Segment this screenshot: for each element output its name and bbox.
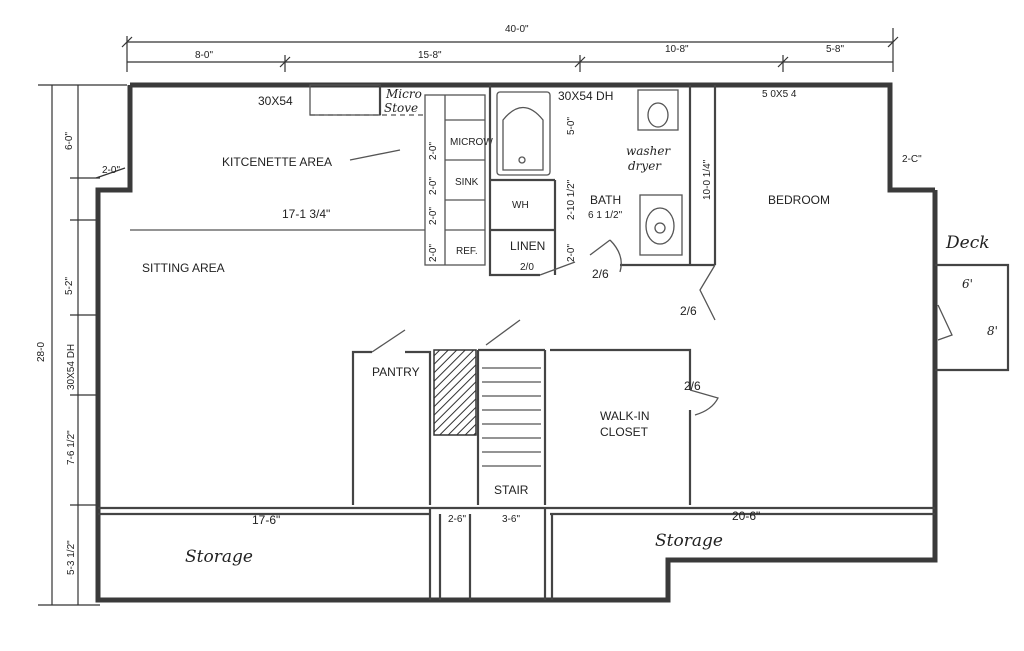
stair-treads [482,367,541,467]
seg-right-label: 10-8" [665,44,689,55]
deck: Deck 6' 8' [935,233,1010,372]
deck-label: Deck [945,233,990,253]
storage-right-dim: 20-6" [732,509,760,523]
tub-5-label: 5-0" [566,117,577,135]
walkin-label-1: WALK-IN [600,409,650,423]
seg-far-label: 5-8" [826,44,844,55]
washer-label: washer [626,144,671,158]
left-dimension-lines: 6-0" 2-0" 5-2" 30X54 DH 28-0 7-6 1/2" 5-… [36,84,127,606]
stove-label: Stove [384,101,418,115]
bedroom-window-label: 5 0X5 4 [762,89,797,100]
seg-mid-label: 15-8" [418,50,442,61]
storage-left-dim: 17-6" [252,513,280,527]
ref-label: REF. [456,246,478,257]
top-dimension-lines: 40-0" 8-0" 15-8" 10-8" 5-8" [121,24,899,72]
storage-right-label: Storage [655,531,723,551]
left-5-3-label: 5-3 1/2" [66,540,77,575]
storage-band: 17-6" 2-6" 3-6" 20-6" Storage Storage [98,506,935,600]
overall-width-label: 40-0" [505,24,529,35]
deck-depth-label: 8' [987,324,998,338]
deck-offset-label: 2-C" [902,154,922,165]
cab-2d-label: 2-0" [428,244,439,262]
stair-label: STAIR [494,483,529,497]
pantry-label: PANTRY [372,365,420,379]
left-7-label: 7-6 1/2" [66,430,77,465]
left-window-label: 30X54 DH [66,344,77,390]
bedroom: BEDROOM 5 0X5 4 2-C" 2/6 [680,85,922,321]
sink-label: SINK [455,177,479,188]
deck-width-label: 6' [962,277,973,291]
left-5-2-label: 5-2" [64,277,75,295]
center-rooms: SITTING AREA PANTRY STAIR WALK-IN CLOSET… [142,261,719,505]
seg-left-label: 8-0" [195,50,213,61]
pantry-shelving [433,349,477,436]
linen-label: LINEN [510,239,545,253]
exterior-walls [95,82,938,603]
kitchenette-label: KITCENETTE AREA [222,155,332,169]
dryer-label: dryer [628,159,662,173]
left-2-label: 2-0" [102,165,120,176]
linen-2-label: 2-0" [566,244,577,262]
bath-window-label: 30X54 DH [558,89,613,103]
left-6-label: 6-0" [64,132,75,150]
micro-label: Micro [385,87,422,101]
bath-width-label: 2-10 1/2" [566,179,577,220]
kitchenette-cabinets: KITCENETTE AREA 17-1 3/4" 30X54 Micro St… [130,84,493,266]
bath-label: BATH [590,193,621,207]
microwave-label: MICROW [450,137,493,148]
cab-2c-label: 2-0" [428,207,439,225]
bath-block: WH BATH 6 1 1/2" LINEN 2/0 2-0" 5-0" 2-1… [488,85,715,281]
bedroom-label: BEDROOM [768,193,830,207]
bath-size-label: 6 1 1/2" [588,210,623,221]
walkin-label-2: CLOSET [600,425,649,439]
bath-door-label: 2/6 [592,267,609,281]
hall-door-label: 2/6 [680,304,697,318]
linen-door-label: 2/0 [520,262,534,273]
stair-width-dim: 3-6" [502,514,520,525]
closet-door-label: 2/6 [684,379,701,393]
cab-2b-label: 2-0" [428,177,439,195]
cab-2a-label: 2-0" [428,142,439,160]
sitting-area-label: SITTING AREA [142,261,225,275]
storage-left-label: Storage [185,547,253,567]
water-heater-label: WH [512,200,529,211]
storage-mid-dim: 2-6" [448,514,466,525]
bath-height-label: 10-0 1/4" [702,159,713,200]
kitchen-run-label: 17-1 3/4" [282,207,330,221]
overall-depth-label: 28-0 [36,342,47,362]
window-top-label: 30X54 [258,94,293,108]
